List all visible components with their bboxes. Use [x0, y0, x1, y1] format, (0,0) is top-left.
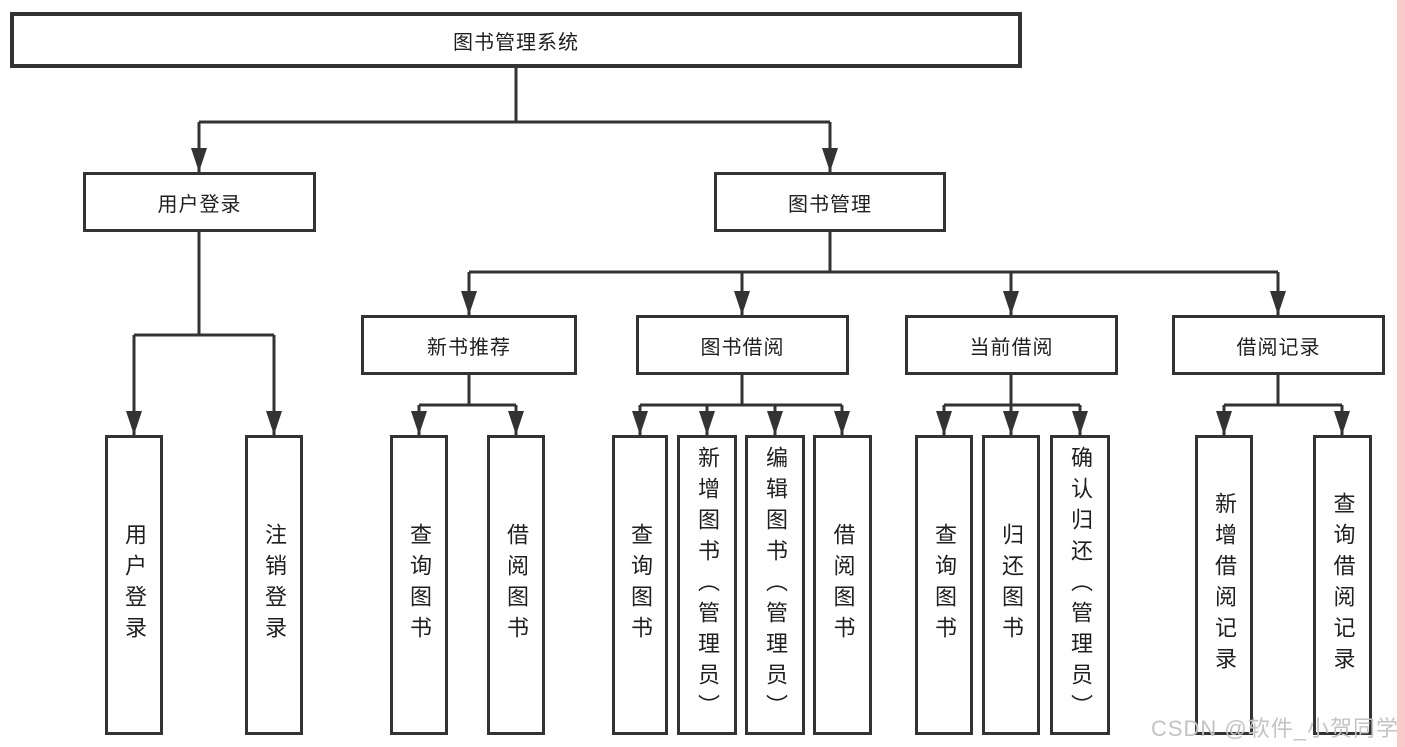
leaf-query-books-3: 查询图书	[915, 435, 973, 735]
node-label: 查询图书	[932, 523, 957, 647]
node-current-borrow: 当前借阅	[905, 315, 1118, 375]
csdn-watermark: CSDN @软件_小贺同学	[1150, 716, 1399, 741]
node-label: 用户登录	[122, 523, 147, 647]
arrowhead	[1270, 291, 1286, 315]
arrowhead	[734, 291, 750, 315]
node-label: 借阅图书	[504, 523, 529, 647]
node-label: 归还图书	[999, 523, 1024, 647]
leaf-logout: 注销登录	[245, 435, 303, 735]
arrowhead	[936, 411, 952, 435]
arrowhead	[191, 148, 207, 172]
arrowhead	[411, 411, 427, 435]
leaf-query-books-1: 查询图书	[390, 435, 448, 735]
arrowhead	[508, 411, 524, 435]
arrowhead	[1072, 411, 1088, 435]
leaf-add-books-admin: 新增图书（管理员）	[677, 435, 737, 735]
leaf-add-borrow-record: 新增借阅记录	[1195, 435, 1253, 735]
node-label: 借阅图书	[830, 523, 856, 647]
csdn-pink-edge-strip	[1397, 0, 1405, 747]
node-label: 借阅记录	[1236, 336, 1321, 359]
node-user-login: 用户登录	[83, 172, 316, 232]
node-label: 查询借阅记录	[1330, 492, 1356, 678]
node-label: 当前借阅	[969, 336, 1054, 359]
arrowhead	[767, 411, 783, 435]
arrowhead	[1003, 291, 1019, 315]
leaf-confirm-return-admin: 确认归还（管理员）	[1050, 435, 1110, 735]
leaf-edit-books-admin: 编辑图书（管理员）	[745, 435, 805, 735]
node-label: 图书管理	[788, 193, 872, 216]
node-label: 新书推荐	[427, 336, 511, 359]
node-book-management: 图书管理	[714, 172, 946, 232]
node-label: 查询图书	[628, 523, 653, 647]
arrowhead	[1003, 411, 1019, 435]
node-new-book-recommend: 新书推荐	[361, 315, 577, 375]
node-label: 注销登录	[262, 523, 287, 647]
node-label: 用户登录	[157, 193, 242, 216]
node-label: 新增图书（管理员）	[695, 445, 720, 725]
node-borrow-record: 借阅记录	[1172, 315, 1385, 375]
node-label: 图书管理系统	[453, 31, 579, 54]
arrowhead	[266, 411, 282, 435]
leaf-borrow-books-2: 借阅图书	[813, 435, 872, 735]
node-label: 确认归还（管理员）	[1068, 445, 1093, 725]
arrowhead	[461, 291, 477, 315]
arrowhead	[1216, 411, 1232, 435]
leaf-return-books: 归还图书	[982, 435, 1040, 735]
leaf-user-login: 用户登录	[105, 435, 163, 735]
arrowhead	[126, 411, 142, 435]
leaf-borrow-books-1: 借阅图书	[487, 435, 545, 735]
node-root-system: 图书管理系统	[10, 12, 1022, 68]
arrowhead	[822, 148, 838, 172]
node-label: 编辑图书（管理员）	[763, 445, 788, 725]
arrowhead	[1334, 411, 1350, 435]
node-book-borrow: 图书借阅	[636, 315, 849, 375]
node-label: 查询图书	[407, 523, 432, 647]
leaf-query-books-2: 查询图书	[612, 435, 668, 735]
arrowhead	[834, 411, 850, 435]
leaf-query-borrow-record: 查询借阅记录	[1313, 435, 1372, 735]
node-label: 新增借阅记录	[1212, 492, 1237, 678]
node-label: 图书借阅	[700, 336, 785, 359]
arrowhead	[632, 411, 648, 435]
arrowhead	[699, 411, 715, 435]
